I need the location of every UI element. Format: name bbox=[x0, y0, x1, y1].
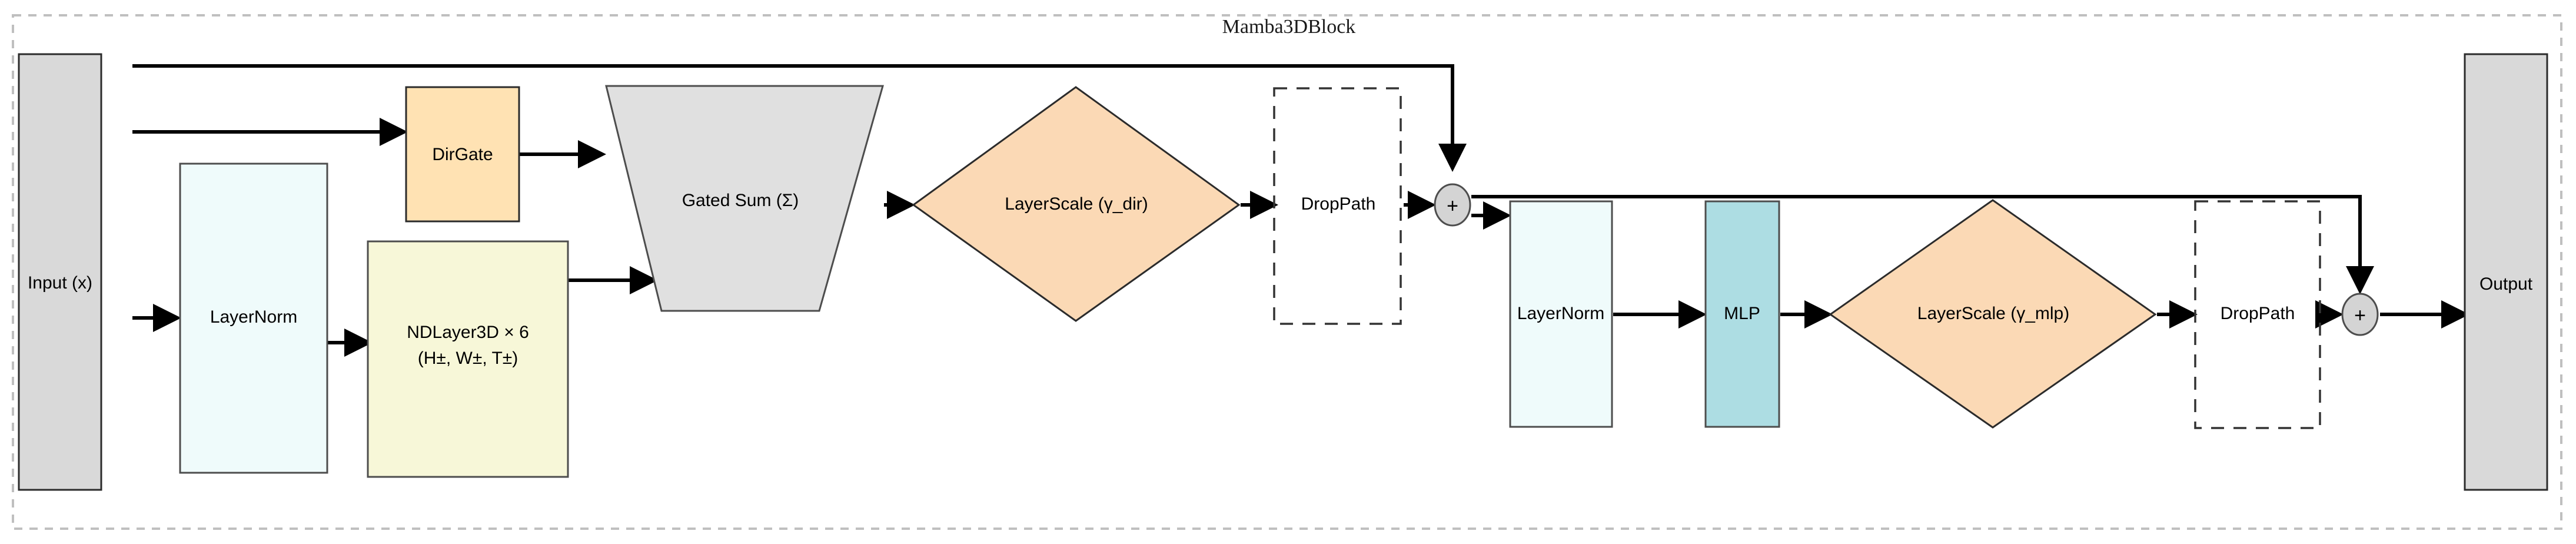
node-gated-sum-label: Gated Sum (Σ) bbox=[682, 191, 799, 210]
edge-path bbox=[132, 64, 1467, 172]
node-ndlayer3d-label-line1: NDLayer3D × 6 bbox=[407, 323, 529, 342]
node-layernorm-2[interactable]: LayerNorm bbox=[1509, 200, 1613, 428]
group-title: Mamba3DBlock bbox=[1222, 16, 1356, 38]
node-add-1[interactable]: + bbox=[1434, 183, 1471, 227]
node-droppath-1[interactable]: DropPath bbox=[1273, 87, 1402, 325]
node-layerscale-dir-label: LayerScale (γ_dir) bbox=[1005, 194, 1148, 214]
node-output[interactable]: Output bbox=[2464, 53, 2548, 491]
node-droppath-1-label: DropPath bbox=[1301, 194, 1376, 214]
node-mlp[interactable]: MLP bbox=[1704, 200, 1780, 428]
node-droppath-2[interactable]: DropPath bbox=[2194, 200, 2321, 429]
node-layernorm-1[interactable]: LayerNorm bbox=[179, 162, 328, 474]
node-droppath-2-label: DropPath bbox=[2221, 304, 2295, 323]
node-mlp-label: MLP bbox=[1724, 304, 1760, 323]
node-layerscale-mlp-label: LayerScale (γ_mlp) bbox=[1917, 304, 2069, 323]
node-input[interactable]: Input (x) bbox=[18, 53, 102, 491]
node-gated-sum[interactable]: Gated Sum (Σ) bbox=[605, 85, 884, 312]
node-droppath-1-box bbox=[1273, 87, 1402, 325]
node-dirgate-label: DirGate bbox=[432, 145, 493, 164]
node-layernorm-2-label: LayerNorm bbox=[1517, 304, 1604, 323]
node-dirgate[interactable]: DirGate bbox=[405, 86, 520, 223]
node-output-label: Output bbox=[2479, 274, 2533, 294]
node-layerscale-mlp[interactable]: LayerScale (γ_mlp) bbox=[1829, 199, 2157, 429]
edge-path bbox=[1471, 195, 2374, 294]
block-group-frame: Mamba3DBlock bbox=[12, 14, 2562, 530]
edge-input-to-add1-skip bbox=[132, 64, 1467, 172]
node-layernorm-1-label: LayerNorm bbox=[210, 307, 297, 327]
node-droppath-2-box bbox=[2194, 200, 2321, 429]
node-input-rect bbox=[18, 53, 102, 491]
node-input-label: Input (x) bbox=[28, 273, 92, 293]
node-add-2-label: + bbox=[2354, 304, 2366, 327]
node-layerscale-dir[interactable]: LayerScale (γ_dir) bbox=[912, 86, 1241, 322]
node-ndlayer3d[interactable]: NDLayer3D × 6 (H±, W±, T±) bbox=[367, 240, 569, 478]
node-add-1-label: + bbox=[1447, 195, 1458, 217]
node-ndlayer3d-label-line2: (H±, W±, T±) bbox=[418, 349, 518, 368]
edge-add1-to-add2-skip bbox=[1471, 195, 2374, 294]
node-add-2[interactable]: + bbox=[2341, 293, 2379, 336]
